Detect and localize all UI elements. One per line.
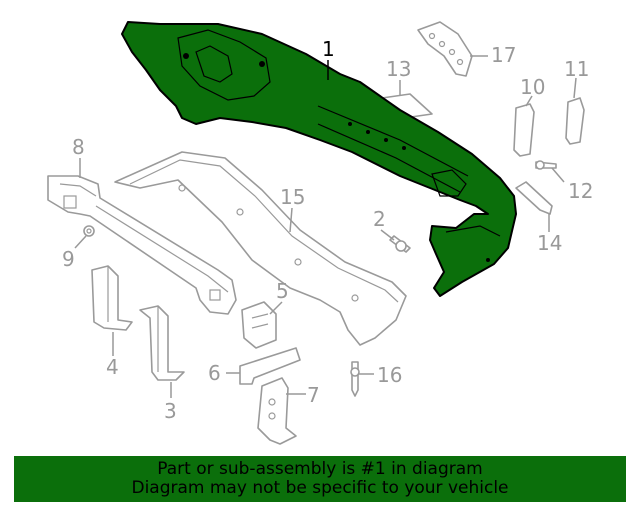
- callout-9[interactable]: 9: [62, 247, 75, 271]
- part-6-bracket[interactable]: [239, 347, 301, 385]
- callout-11[interactable]: 11: [564, 57, 589, 81]
- assembly-note-banner: Part or sub-assembly is #1 in diagram Di…: [14, 456, 626, 502]
- part-8-impact-bar[interactable]: [47, 175, 237, 315]
- assembly-note-line-2: Diagram may not be specific to your vehi…: [131, 478, 509, 498]
- callout-16[interactable]: 16: [377, 363, 402, 387]
- part-3-bracket[interactable]: [139, 305, 185, 381]
- callout-4[interactable]: 4: [106, 355, 119, 379]
- part-11-reflector[interactable]: [565, 97, 585, 145]
- leader-10: [525, 95, 533, 107]
- leader-12: [551, 167, 565, 183]
- part-16-push-pin[interactable]: [350, 361, 360, 397]
- leader-11: [573, 77, 577, 99]
- part-5-bracket[interactable]: [241, 301, 277, 349]
- part-9-nut[interactable]: [83, 225, 95, 237]
- callout-13[interactable]: 13: [386, 57, 411, 81]
- assembly-note-line-1: Part or sub-assembly is #1 in diagram: [157, 459, 483, 479]
- leader-9: [74, 235, 87, 249]
- callout-6[interactable]: 6: [208, 361, 221, 385]
- part-4-bracket[interactable]: [91, 265, 133, 331]
- part-1-bumper-cover[interactable]: [121, 21, 517, 297]
- callout-2[interactable]: 2: [373, 207, 386, 231]
- exploded-parts-diagram: 1 2 3 4 5 6 7 8 9 10 11 12 13 14 15 16 1…: [47, 21, 593, 445]
- leader-2: [380, 229, 395, 241]
- callout-7[interactable]: 7: [307, 383, 320, 407]
- part-7-bracket[interactable]: [257, 377, 297, 445]
- callout-12[interactable]: 12: [568, 179, 593, 203]
- callout-15[interactable]: 15: [280, 185, 305, 209]
- callout-1[interactable]: 1: [322, 37, 335, 61]
- part-14-trim[interactable]: [515, 181, 553, 215]
- part-15-shield[interactable]: [114, 151, 407, 346]
- leader-15: [289, 207, 293, 233]
- callout-3[interactable]: 3: [164, 399, 177, 423]
- callout-17[interactable]: 17: [491, 43, 516, 67]
- callout-5[interactable]: 5: [276, 279, 289, 303]
- part-12-rivet[interactable]: [535, 160, 557, 170]
- part-17-plate[interactable]: [417, 21, 473, 77]
- leader-5: [269, 301, 283, 315]
- part-10-reflector[interactable]: [513, 103, 535, 157]
- callout-10[interactable]: 10: [520, 75, 545, 99]
- callout-14[interactable]: 14: [537, 231, 562, 255]
- callout-8[interactable]: 8: [72, 135, 85, 159]
